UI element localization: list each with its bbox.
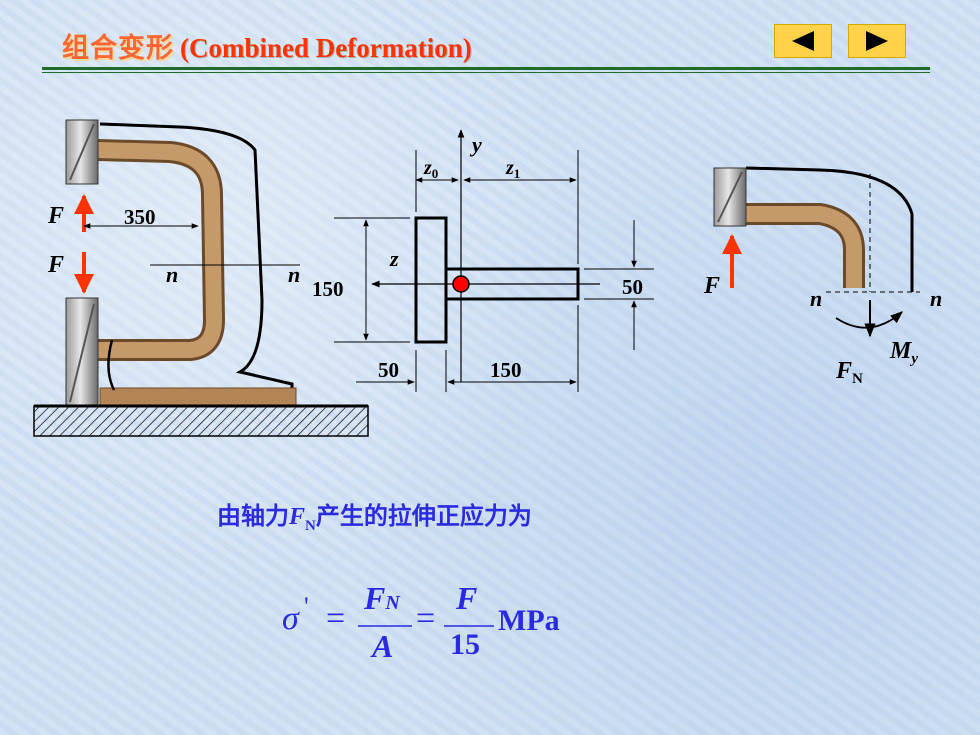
dimension-150-web-label: 150 [490,358,522,382]
stress-caption: 由轴力FN产生的拉伸正应力为 [217,496,532,535]
dimension-z1-label: z1 [505,157,520,181]
section-label-n-b: n [930,286,942,311]
axis-z-label: z [389,246,399,271]
dimension-50-flange-label: 50 [378,358,399,382]
formula-sigma: σ [282,600,299,637]
dimension-350-label: 350 [124,205,156,229]
free-body-diagram [713,166,920,338]
dimension-50-web-label: 50 [622,275,643,299]
caption-axial-force-symbol: FN [289,504,316,534]
formula-numerator-1: FN [364,580,400,616]
caption-prefix: 由轴力 [217,502,289,530]
axial-force-label: FN [835,358,863,387]
bending-moment-label: My [889,338,918,367]
triangle-left-icon [792,31,814,51]
previous-slide-button[interactable] [774,24,832,58]
formula-equals-1: = [326,600,346,637]
section-label-n-right: n [288,262,300,287]
slide-title-chinese: 组合变形 [62,33,174,63]
force-label-bottom: F [47,252,64,278]
next-slide-button[interactable] [848,24,906,58]
axis-y-label: y [469,132,482,157]
slide-title: 组合变形(Combined Deformation) [62,26,472,65]
formula-denominator-1: A [372,628,394,664]
dimension-150-height-label: 150 [312,277,344,301]
t-cross-section [334,129,654,392]
header-divider-thick [42,67,930,70]
section-label-n-left: n [166,262,178,287]
formula-prime: ' [304,592,309,621]
formula-equals-2: = [416,600,436,637]
slide-title-english: (Combined Deformation) [180,33,472,63]
force-label-top: F [47,203,64,229]
formula-unit: MPa [498,604,560,637]
caption-suffix: 产生的拉伸正应力为 [315,502,532,530]
press-frame [33,119,369,437]
section-label-n-a: n [810,286,822,311]
triangle-right-icon [866,31,888,51]
formula-denominator-2: 15 [450,628,480,661]
formula-numerator-2: F [456,580,478,616]
dimension-z0-label: z0 [423,157,438,181]
header-divider-thin [42,72,930,73]
force-label-right: F [703,273,720,299]
